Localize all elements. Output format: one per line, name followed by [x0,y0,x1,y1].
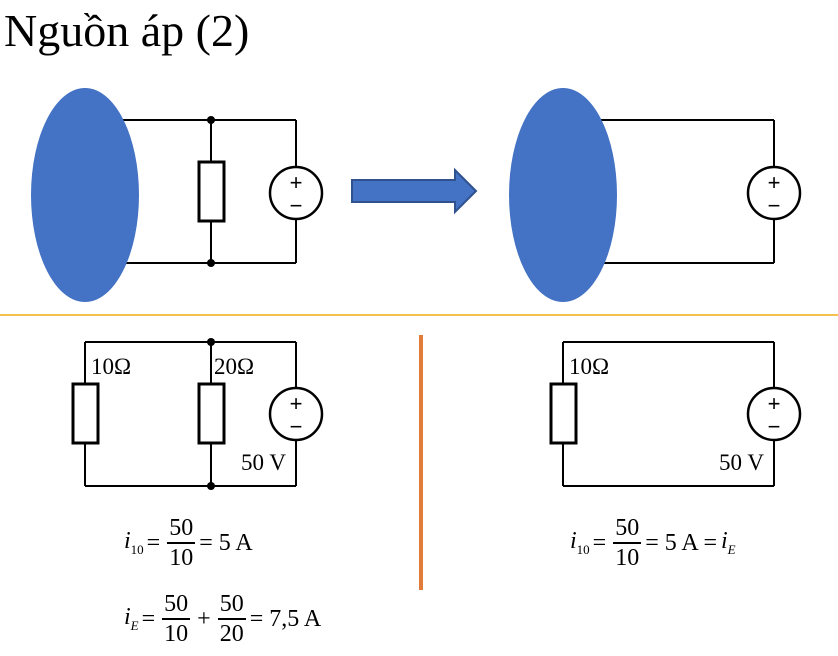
junction-dot [207,338,215,346]
current-var: i [124,604,131,631]
fraction: 50 10 [162,591,191,648]
plus-sign: + [768,391,781,416]
rhs-current-var: i [720,528,728,555]
minus-sign: − [768,414,781,439]
result: = 5 A = [645,529,717,556]
minus-sign: − [290,414,303,439]
voltage-source [746,165,802,221]
current-sub: 10 [130,542,144,558]
plus-sign: + [290,391,303,416]
denominator: 20 [219,621,244,648]
plus-operator: + [197,605,211,632]
resistor-10ohm [71,382,100,445]
resistor-label-10ohm: 10Ω [91,354,131,379]
current-sub: 10 [576,542,590,558]
voltage-source [746,386,802,442]
equation-i10-left: i10 = 50 10 = 5 A [124,515,253,572]
equation-i10-right: i10 = 50 10 = 5 A = iE [570,515,736,572]
minus-sign: − [768,193,781,218]
fraction: 50 20 [217,591,246,648]
denominator: 10 [169,545,194,572]
resistor-20ohm [197,382,226,445]
fraction: 50 10 [613,515,642,572]
denominator: 10 [615,545,640,572]
junction-dot [207,116,215,124]
resistor-label-20ohm: 20Ω [214,354,254,379]
current-var: i [570,528,577,555]
network-blob [31,88,139,302]
plus-sign: + [290,170,303,195]
bottom-left-circuit [71,338,324,490]
bottom-right-circuit [549,341,802,487]
current-var: i [124,528,131,555]
slide-title: Nguồn áp (2) [4,5,250,56]
rhs-current-sub: E [727,542,736,558]
numerator: 50 [167,515,196,545]
numerator: 50 [217,591,246,621]
result: = 7,5 A [249,605,322,632]
result: = 5 A [199,529,253,556]
voltage-source [268,386,324,442]
numerator: 50 [613,515,642,545]
minus-sign: − [290,193,303,218]
resistor-label-10ohm: 10Ω [569,354,609,379]
voltage-source [268,165,324,221]
transform-arrow [351,167,478,215]
junction-dot [207,259,215,267]
fraction: 50 10 [167,515,196,572]
source-label-50v: 50 V [719,450,764,475]
resistor [197,160,226,223]
numerator: 50 [162,591,191,621]
resistor-10ohm [549,382,578,445]
plus-sign: + [768,170,781,195]
equation-iE-left: iE = 50 10 + 50 20 = 7,5 A [124,591,322,648]
denominator: 10 [164,621,189,648]
network-blob [509,88,617,302]
junction-dot [207,482,215,490]
current-sub: E [130,618,139,634]
source-label-50v: 50 V [241,450,286,475]
